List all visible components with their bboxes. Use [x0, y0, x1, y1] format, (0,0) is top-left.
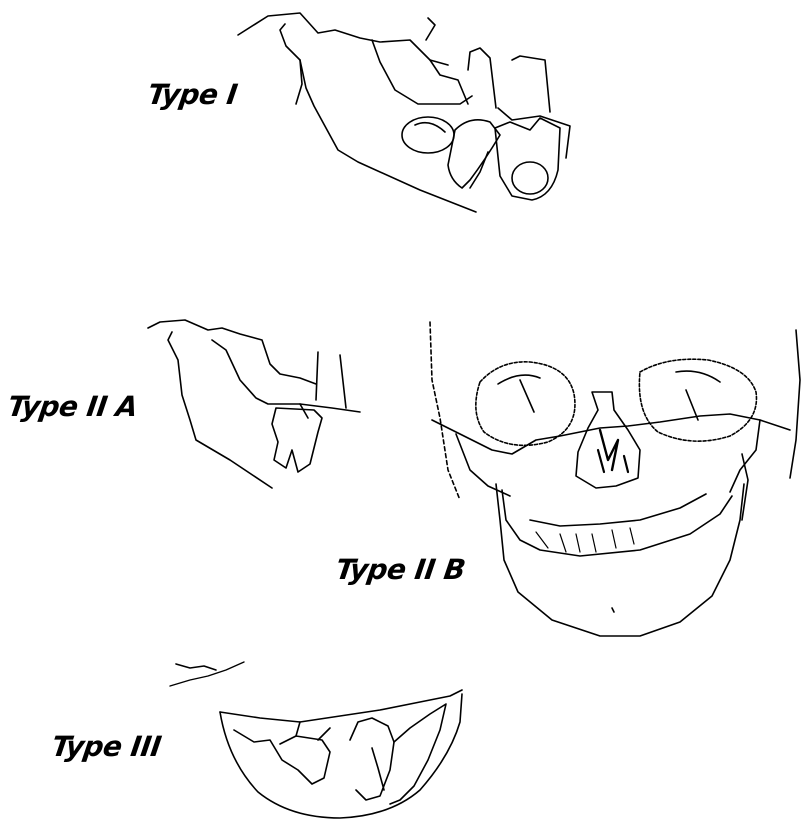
mandible-type-1-drawing	[238, 13, 570, 212]
label-type-2b: Type II B	[334, 553, 468, 586]
label-type-2a: Type II A	[6, 390, 140, 423]
label-type-3: Type III	[50, 730, 163, 763]
label-type-1: Type I	[146, 78, 240, 111]
skull-type-2b-drawing	[430, 322, 800, 636]
mandible-type-3-drawing	[170, 662, 462, 818]
mandible-type-2a-drawing	[148, 320, 360, 488]
